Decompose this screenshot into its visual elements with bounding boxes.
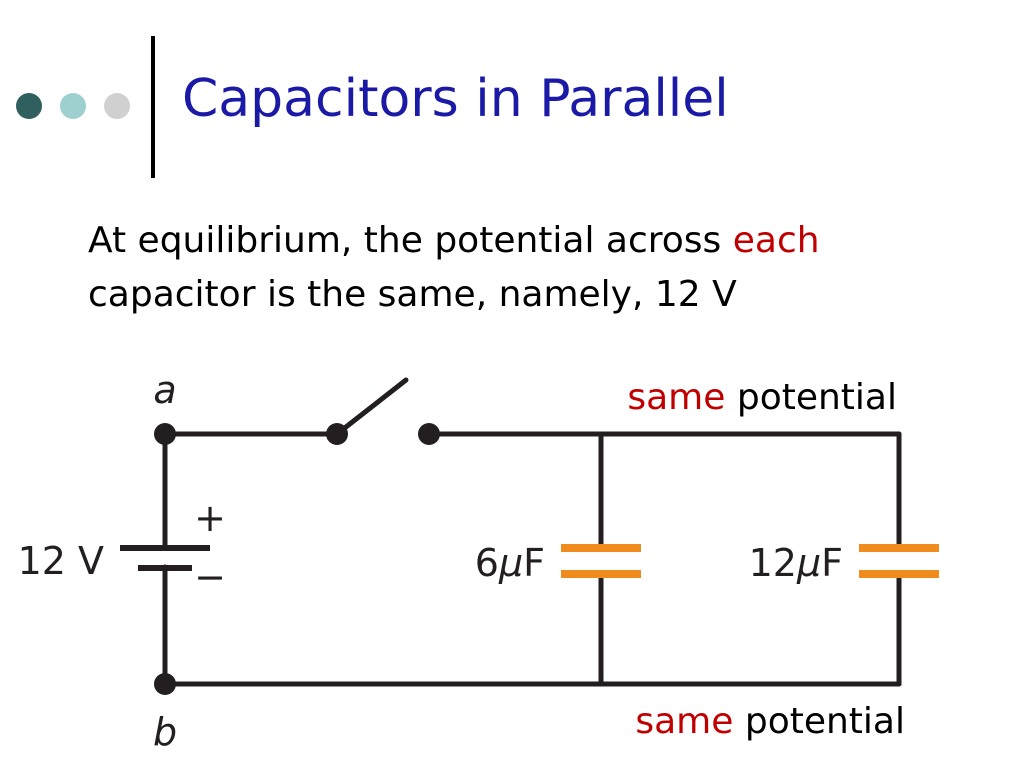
node-a-dot: [154, 423, 176, 445]
title-divider: [151, 36, 155, 178]
body-text-highlight: each: [732, 220, 820, 261]
capacitor-6uf-unit: F: [523, 541, 545, 585]
node-a-label: a: [153, 368, 176, 412]
capacitor-6uf-label: 6μF: [475, 541, 545, 585]
node-b-label: b: [153, 710, 177, 754]
bottom-potential-highlight: same: [635, 701, 733, 742]
node-b-dot: [154, 673, 176, 695]
battery-voltage-label: 12 V: [18, 539, 104, 583]
top-potential-text: potential: [725, 377, 897, 418]
header-dots: [16, 93, 132, 121]
dot-icon: [60, 93, 86, 119]
capacitor-12uf-unit: F: [821, 541, 843, 585]
battery-symbol: [120, 545, 210, 571]
switch-lever: [334, 377, 409, 437]
battery-plus-sign: +: [194, 496, 226, 540]
body-text: At equilibrium, the potential across eac…: [88, 214, 820, 322]
capacitor-12uf-value: 12: [749, 541, 797, 585]
top-potential-annotation: same potential: [627, 377, 897, 418]
capacitor-6uf-prefix: μ: [498, 541, 523, 585]
circuit-wires: [162, 377, 902, 687]
body-text-line1: At equilibrium, the potential across: [88, 220, 733, 261]
body-text-line2: capacitor is the same, namely, 12 V: [88, 274, 737, 315]
capacitor-6uf: [561, 544, 641, 578]
bottom-potential-text: potential: [733, 701, 905, 742]
capacitor-12uf-prefix: μ: [796, 541, 821, 585]
page-title: Capacitors in Parallel: [182, 69, 729, 129]
capacitor-6uf-value: 6: [475, 541, 499, 585]
capacitor-12uf-label: 12μF: [749, 541, 843, 585]
dot-icon: [104, 93, 130, 119]
dot-icon: [16, 93, 42, 119]
terminal-nodes: [154, 423, 440, 695]
switch-contact-dot: [418, 423, 440, 445]
battery-minus-sign: −: [194, 555, 226, 599]
bottom-potential-annotation: same potential: [635, 701, 905, 742]
switch-pivot-dot: [326, 423, 348, 445]
top-potential-highlight: same: [627, 377, 725, 418]
capacitor-12uf: [859, 544, 939, 578]
